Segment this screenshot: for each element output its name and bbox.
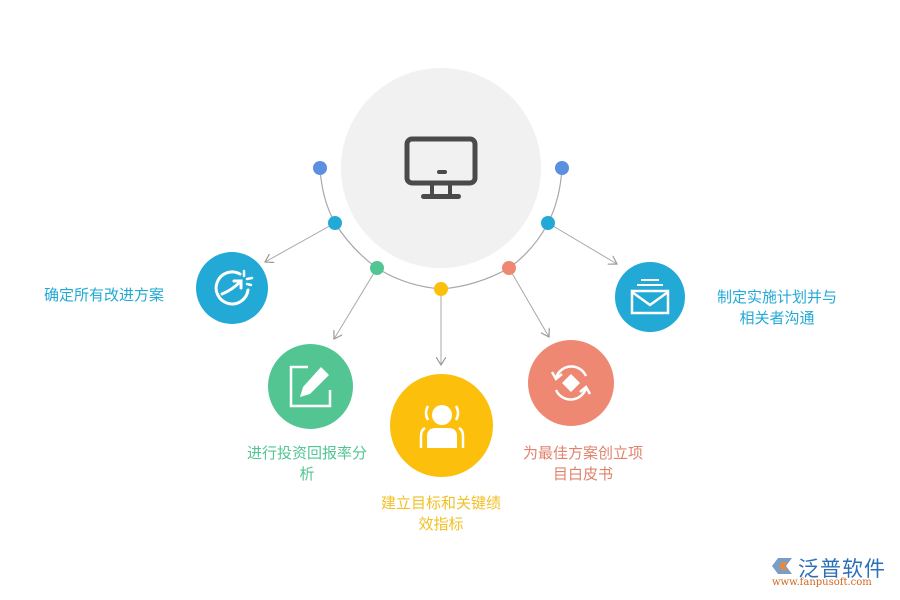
step-3-icon-circle (390, 374, 493, 477)
logo-url: www.fanpusoft.com (772, 577, 872, 588)
step-4-label: 为最佳方案创立项目白皮书 (522, 444, 643, 483)
step-5-icon-circle (615, 262, 685, 332)
logo-mark-icon (772, 558, 792, 574)
center-circle (341, 68, 541, 268)
step-1-label: 确定所有改进方案 (44, 286, 165, 304)
target-arrow-icon (214, 269, 254, 306)
logo-brand: 泛普软件 (798, 557, 886, 581)
step-2-label: 进行投资回报率分析 (246, 444, 367, 483)
fanpu-logo: 泛普软件 www.fanpusoft.com (772, 553, 892, 593)
end-dot-right (555, 161, 569, 175)
user-icon (419, 404, 464, 448)
step-4-icon-circle (528, 340, 614, 426)
mail-icon (630, 279, 670, 315)
refresh-icon (550, 365, 592, 401)
monitor-icon (404, 136, 478, 199)
edit-icon (289, 365, 331, 407)
step-1-icon-circle (196, 252, 268, 324)
step-5-label: 制定实施计划并与相关者沟通 (716, 288, 837, 327)
step-3-label: 建立目标和关键绩效指标 (380, 494, 501, 533)
step-2-icon-circle (268, 344, 353, 429)
end-dot-left (313, 161, 327, 175)
